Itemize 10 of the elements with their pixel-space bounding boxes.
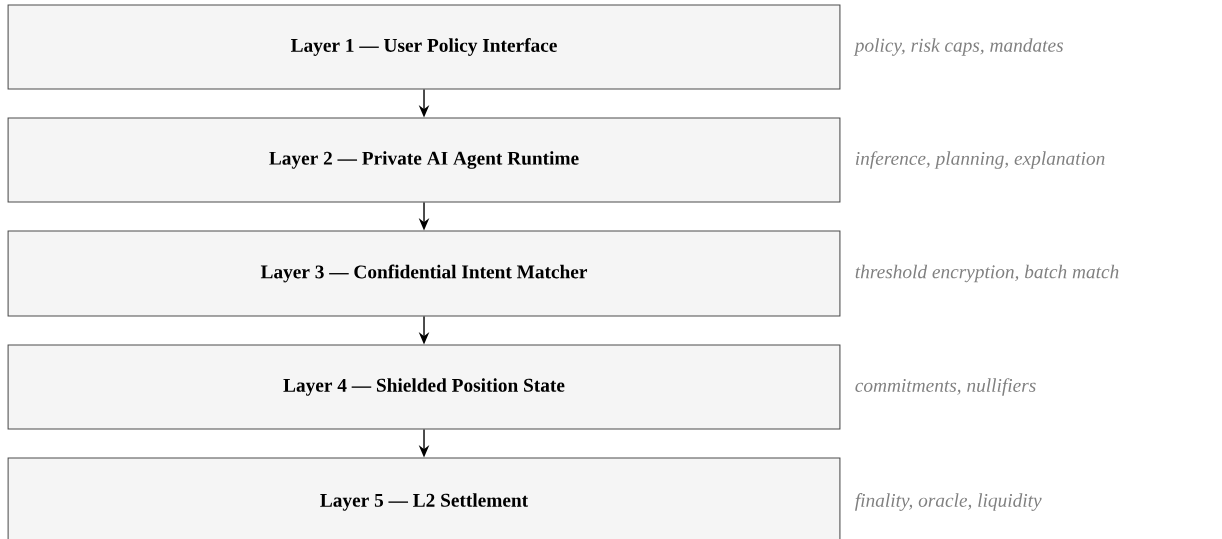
layer-box: Layer 1 — User Policy Interface	[7, 4, 841, 90]
layer-box: Layer 4 — Shielded Position State	[7, 344, 841, 430]
annotation-text: finality, oracle, liquidity	[855, 493, 1042, 511]
annotation-text: policy, risk caps, mandates	[853, 38, 1064, 56]
annotation-text: inference, planning, explanation	[855, 151, 1105, 169]
annotation-text: commitments, nullifiers	[855, 378, 1036, 396]
layer-box: Layer 2 — Private AI Agent Runtime	[7, 117, 841, 203]
annotation-text: threshold encryption, batch match	[855, 264, 1119, 283]
layer-box: Layer 3 — Confidential Intent Matcher	[7, 230, 841, 317]
layer-box: Layer 5 — L2 Settlement	[7, 457, 841, 539]
